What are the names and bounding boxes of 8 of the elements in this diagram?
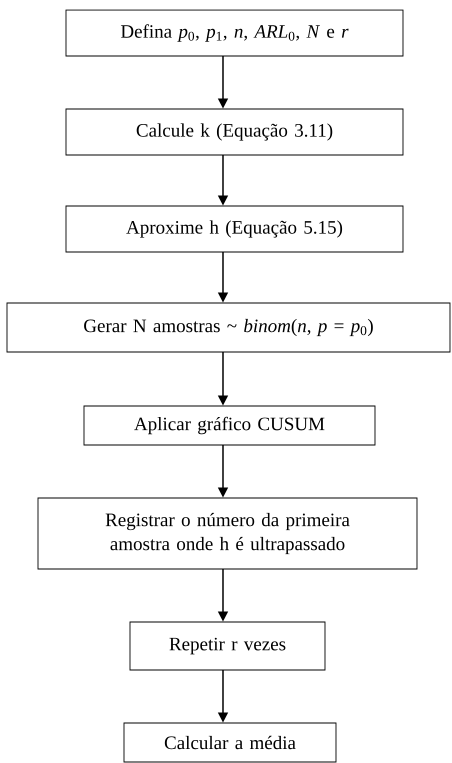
process-box: Aplicar gráfico CUSUM: [84, 406, 376, 446]
process-box: Repetir r vezes: [130, 622, 326, 670]
process-box: Defina p$_{0}$, p$_{1}$, n, ARL$_{0}$, N e r: [66, 10, 404, 56]
process-box: Gerar N amostras ~ binom(n, p = p$_{0}$): [6, 302, 450, 352]
process-box: Registrar o número da primeira amostra onde h é ultrapassado: [38, 498, 418, 570]
process-box: Calcular a média: [124, 722, 336, 762]
process-box: Aproxime h (Equação 5.15): [66, 206, 404, 252]
process-box: Calcule k (Equação 3.11): [66, 108, 404, 156]
